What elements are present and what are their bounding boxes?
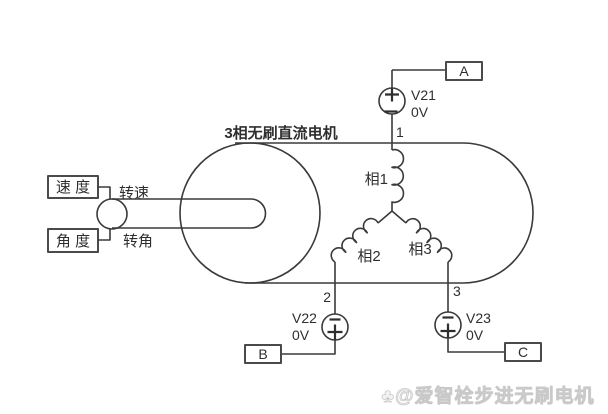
- node2-label: 2: [323, 289, 331, 305]
- terminal-c-label: C: [518, 344, 528, 360]
- v23-name: V23: [466, 310, 491, 326]
- phase1-coil: [391, 148, 405, 211]
- node3-label: 3: [453, 283, 461, 299]
- v22-name: V22: [292, 310, 317, 326]
- v21-name: V21: [411, 87, 436, 103]
- terminal-b-box: [244, 344, 282, 364]
- speed-signal-label: 转速: [119, 185, 149, 202]
- node1-label: 1: [396, 124, 404, 140]
- motor-housing: [235, 142, 534, 284]
- speed-box-label: 速 度: [56, 179, 90, 196]
- v21-value: 0V: [411, 104, 429, 120]
- phase3-coil: [405, 217, 453, 263]
- terminal-b-wire: [281, 340, 336, 355]
- sensor-input-wires: [98, 186, 111, 241]
- terminal-a-wire: [391, 69, 446, 88]
- v22-plus-terminal-icon: [327, 324, 343, 340]
- motor-face-circle: [179, 142, 321, 284]
- terminal-c-box: [504, 342, 542, 362]
- terminal-c-wire: [447, 338, 505, 353]
- diagram-title: 3相无刷直流电机: [224, 124, 337, 142]
- v21-plus-terminal-icon: [385, 88, 399, 102]
- shaft-sensor-circle: [96, 198, 128, 230]
- terminal-b-label: B: [258, 346, 267, 362]
- phase2-label: 相2: [357, 248, 380, 265]
- star-junction-wires: [377, 210, 407, 224]
- v23-value: 0V: [466, 327, 484, 343]
- angle-signal-label: 转角: [123, 233, 153, 250]
- angle-box-label: 角 度: [56, 233, 90, 250]
- motor-shaft: [112, 198, 267, 229]
- phase3-label: 相3: [408, 241, 431, 258]
- phase2-coil: [330, 217, 379, 263]
- v22-value: 0V: [292, 327, 310, 343]
- terminal-a-label: A: [459, 63, 469, 79]
- phase1-label: 相1: [365, 171, 388, 188]
- terminal-a-box: [445, 61, 483, 81]
- watermark-text: ♣@爱智栓步进无刷电机: [382, 384, 595, 407]
- v23-plus-terminal-icon: [440, 323, 456, 339]
